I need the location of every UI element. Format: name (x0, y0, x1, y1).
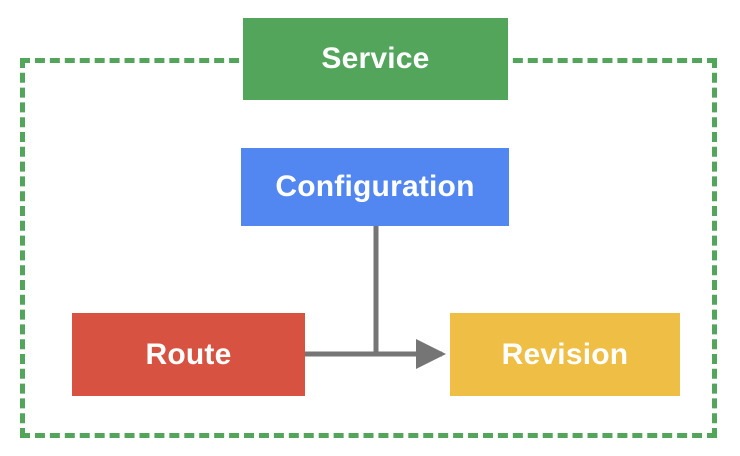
node-configuration[interactable]: Configuration (241, 148, 509, 226)
node-revision[interactable]: Revision (450, 313, 680, 396)
node-service-label: Service (321, 42, 430, 75)
node-service[interactable]: Service (243, 18, 508, 100)
node-configuration-label: Configuration (275, 170, 475, 203)
node-route[interactable]: Route (72, 313, 305, 396)
node-route-label: Route (145, 337, 232, 371)
node-revision-label: Revision (501, 337, 629, 371)
